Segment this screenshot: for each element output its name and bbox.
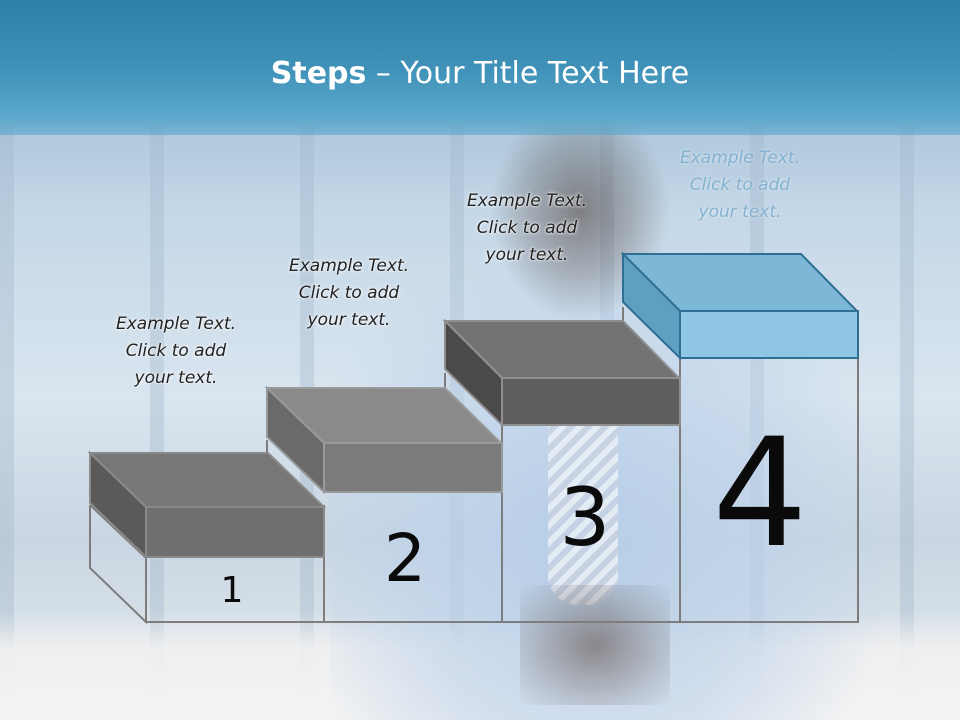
step-2-block[interactable] [264, 385, 504, 495]
step-2-text[interactable]: Example Text. Click to add your text. [288, 256, 410, 330]
step-3-front [501, 377, 681, 426]
step-1-text[interactable]: Example Text. Click to add your text. [115, 314, 237, 388]
step-4-number: 4 [712, 407, 808, 581]
step-1-number: 1 [220, 570, 244, 611]
background-tie [548, 395, 618, 605]
title-bold: Steps [270, 56, 367, 91]
step-1-front [145, 506, 325, 558]
step-2-front [323, 442, 503, 493]
step-3-block[interactable] [442, 318, 682, 428]
step-4-block[interactable] [620, 251, 860, 361]
step-3-number: 3 [559, 471, 611, 564]
step-4-front [679, 310, 859, 359]
slide-title[interactable]: Steps – Your Title Text Here [0, 54, 960, 94]
background-hands [520, 585, 670, 705]
step-3-text[interactable]: Example Text. Click to add your text. [466, 191, 588, 265]
step-2-number: 2 [384, 520, 426, 597]
step-1-block[interactable] [87, 450, 327, 560]
title-rest: – Your Title Text Here [366, 56, 690, 91]
step-4-text[interactable]: Example Text. Click to add your text. [679, 148, 801, 222]
header-band [0, 0, 960, 135]
